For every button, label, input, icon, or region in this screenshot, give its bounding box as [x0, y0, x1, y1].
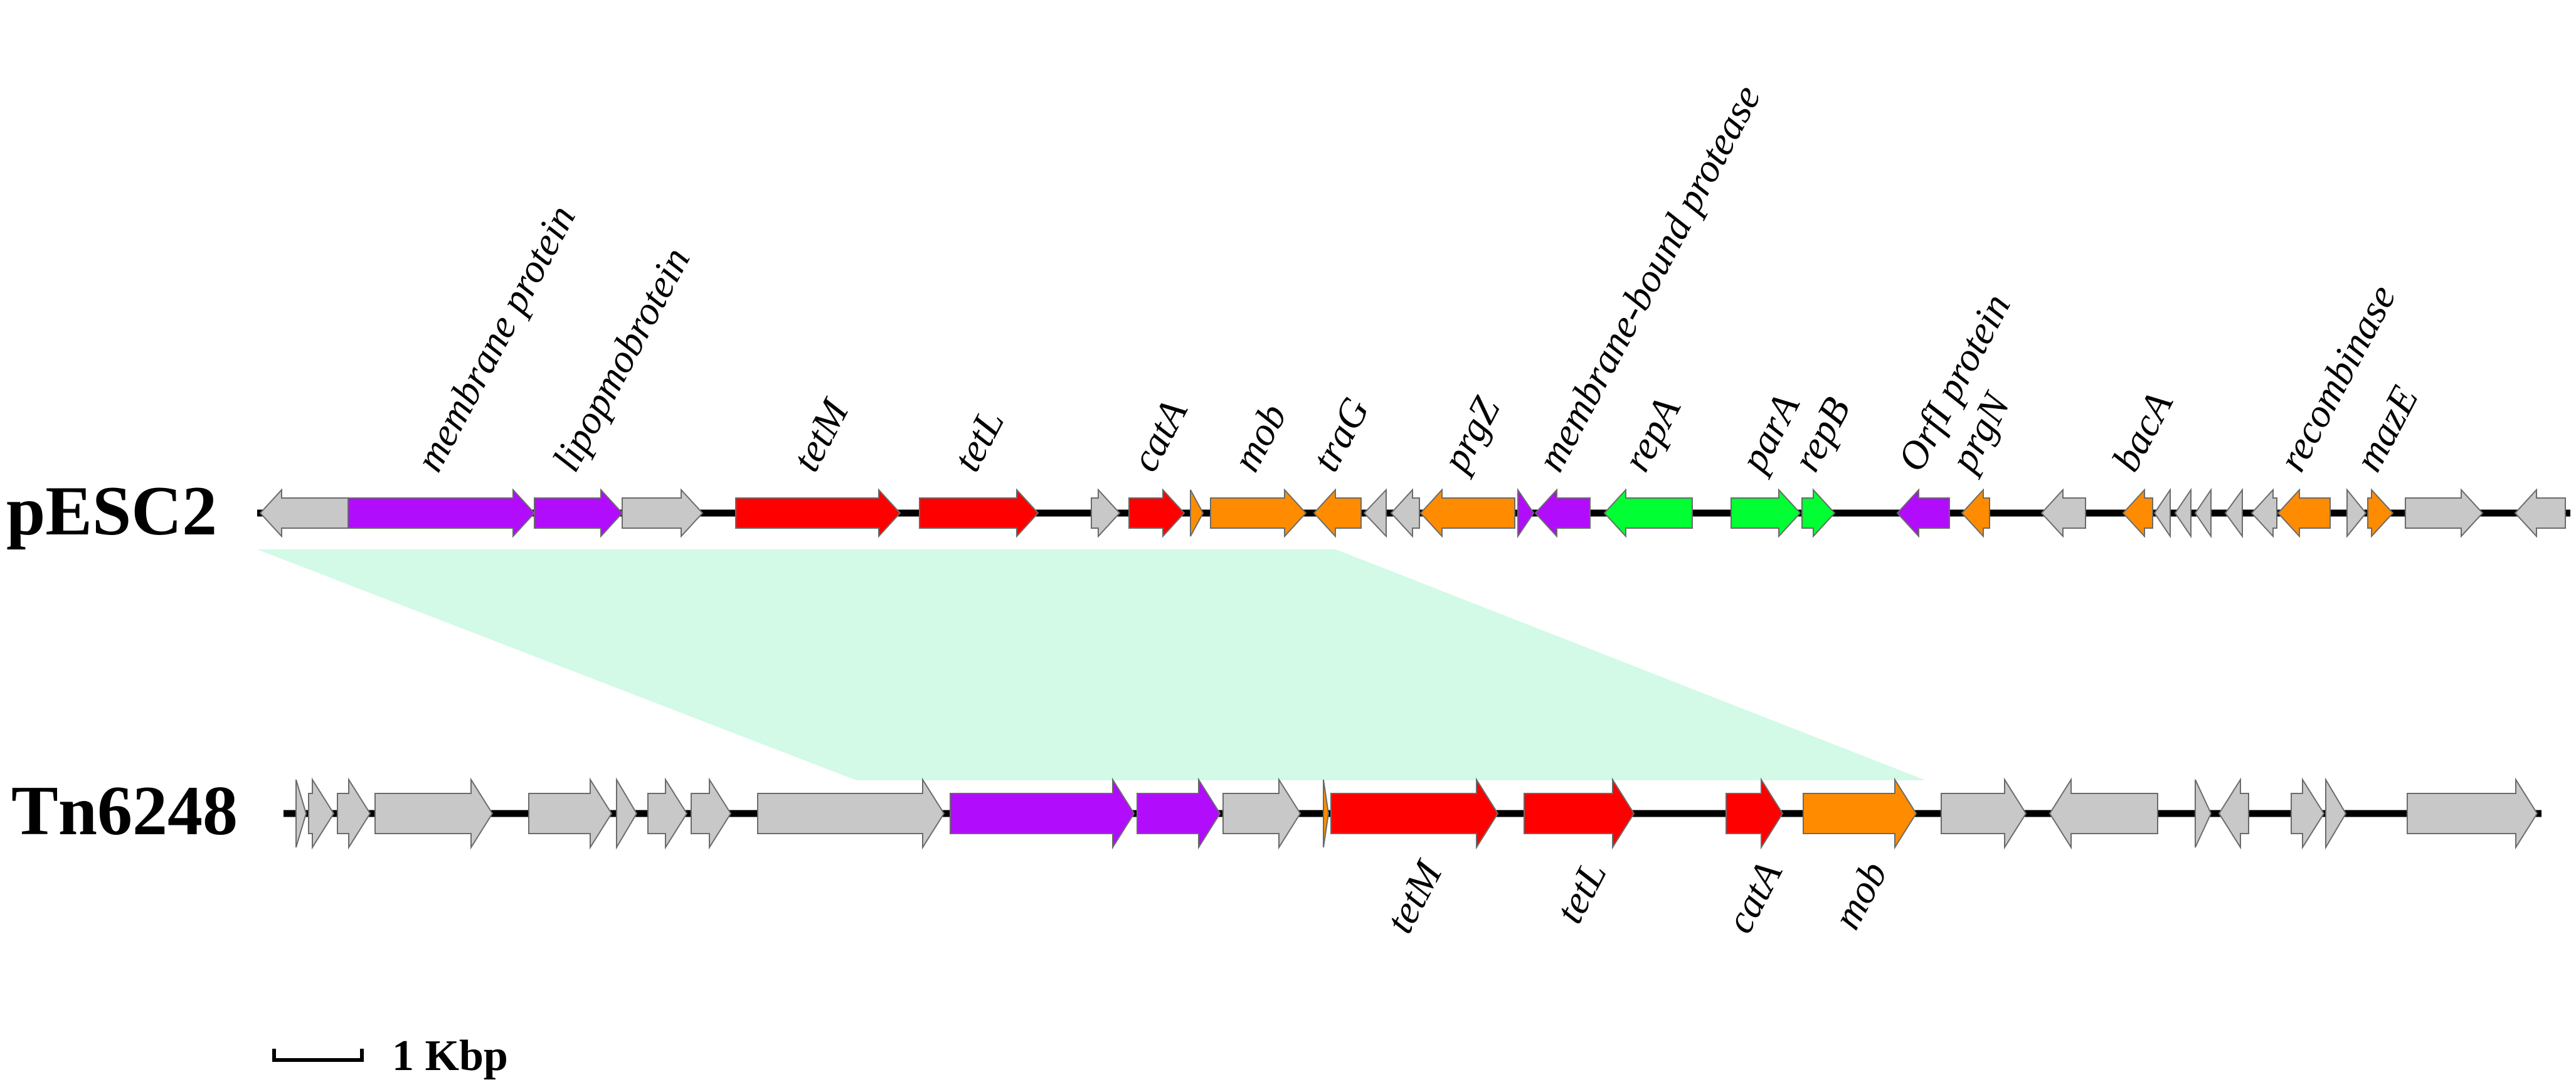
- pesc2-gene-arrow: [735, 488, 901, 538]
- tn6248-gene-arrow: [1524, 777, 1635, 850]
- tn6248-gene-arrow: [2049, 777, 2158, 850]
- pesc2-gene-arrow: [1091, 488, 1121, 538]
- pesc2-gene-label: mazE: [2346, 379, 2427, 479]
- pesc2-gene-arrow: [2277, 488, 2331, 538]
- pesc2-gene-arrow: [1419, 488, 1515, 538]
- pesc2-gene-arrow: [2250, 488, 2277, 538]
- tn6248-gene-label: tetL: [1547, 854, 1615, 930]
- pesc2-gene-arrow: [2224, 487, 2243, 539]
- pesc2-gene-arrow: [2194, 487, 2212, 539]
- tn6248-gene-labels: tetM tetL catA mob: [1377, 852, 1896, 940]
- scale-bar-label: 1 Kbp: [392, 1032, 508, 1080]
- pesc2-gene-arrow: [1534, 488, 1591, 538]
- tn6248-gene-arrow: [2195, 779, 2212, 848]
- pesc2-gene-arrow: [1896, 488, 1950, 538]
- tn6248-gene-label: mob: [1824, 854, 1895, 936]
- pesc2-gene-arrow: [1363, 488, 1387, 538]
- pesc2-gene-arrow: [1128, 488, 1185, 538]
- pesc2-gene-arrow: [2514, 488, 2566, 538]
- tn6248-gene-arrow: [1725, 777, 1784, 850]
- pesc2-gene-arrow: [1603, 488, 1693, 538]
- pesc2-gene-label: tetM: [783, 390, 858, 478]
- tn6248-gene-arrow: [1330, 777, 1499, 850]
- pesc2-gene-arrow: [2174, 487, 2192, 539]
- pesc2-gene-arrow: [1731, 488, 1801, 538]
- tn6248-gene-arrow: [950, 777, 1135, 850]
- track-name-tn6248: Tn6248: [11, 772, 238, 850]
- pesc2-gene-arrow: [1313, 488, 1362, 538]
- tn6248-gene-arrow: [1803, 777, 1917, 850]
- pesc2-gene-arrow: [2153, 487, 2171, 539]
- pesc2-gene-label: lipopmobrotein: [544, 240, 699, 479]
- pesc2-gene-label: tetL: [944, 402, 1012, 478]
- pesc2-gene-arrow: [2405, 488, 2484, 538]
- pesc2-gene-arrow: [1210, 488, 1307, 538]
- tn6248-gene-arrow: [757, 777, 945, 850]
- tn6248-gene-arrow: [374, 777, 494, 850]
- pesc2-gene-arrow: [919, 488, 1039, 538]
- tn6248-gene-arrow: [1137, 777, 1221, 850]
- pesc2-gene-arrow: [1961, 488, 1990, 538]
- pesc2-gene-arrow: [1390, 488, 1420, 538]
- tn6248-gene-arrow: [1323, 779, 1330, 848]
- pesc2-gene-label: traG: [1303, 390, 1377, 478]
- tn6248-gene-arrow: [2218, 777, 2249, 850]
- pesc2-gene-label: prgZ: [1432, 389, 1509, 480]
- tn6248-gene-arrow: [295, 779, 307, 848]
- tn6248-gene-arrow: [647, 777, 688, 850]
- pesc2-gene-label: bacA: [2103, 384, 2181, 478]
- pesc2-gene-arrow: [1517, 487, 1535, 539]
- pesc2-gene-arrow: [2040, 488, 2086, 538]
- pesc2-gene-label: mob: [1224, 396, 1295, 479]
- pesc2-gene-arrow: [259, 488, 349, 538]
- pesc2-gene-arrow: [622, 488, 704, 538]
- tn6248-gene-arrow: [2325, 777, 2347, 850]
- pesc2-gene-arrow: [347, 488, 536, 538]
- pesc2-gene-arrow: [1190, 489, 1204, 537]
- pesc2-gene-label: catA: [1122, 392, 1196, 479]
- tn6248-gene-arrow: [337, 777, 371, 850]
- pesc2-gene-arrow: [1801, 488, 1836, 538]
- pesc2-gene-arrow: [534, 488, 623, 538]
- pesc2-gene-label: repA: [1614, 390, 1689, 479]
- tn6248-gene-label: tetM: [1377, 852, 1451, 940]
- tn6248-gene-arrow: [1222, 777, 1301, 850]
- tn6248-gene-arrow: [2407, 777, 2538, 850]
- tn6248-gene-arrow: [528, 777, 613, 850]
- homology-region: [257, 549, 1926, 780]
- tn6248-gene-arrow: [2291, 777, 2325, 850]
- tn6248-genes: [295, 777, 2538, 850]
- tn6248-gene-arrow: [691, 777, 732, 850]
- pesc2-gene-arrow: [2346, 488, 2367, 538]
- tn6248-gene-label: catA: [1717, 854, 1791, 940]
- pesc2-gene-arrow: [2122, 488, 2153, 538]
- scale-bar: 1 Kbp: [272, 1032, 508, 1080]
- tn6248-gene-arrow: [616, 777, 638, 850]
- tn6248-gene-arrow: [308, 777, 335, 850]
- pesc2-gene-arrow: [2367, 488, 2394, 538]
- track-name-pesc2: pESC2: [6, 472, 217, 550]
- tn6248-gene-arrow: [1941, 777, 2027, 850]
- pesc2-genes: [259, 487, 2566, 539]
